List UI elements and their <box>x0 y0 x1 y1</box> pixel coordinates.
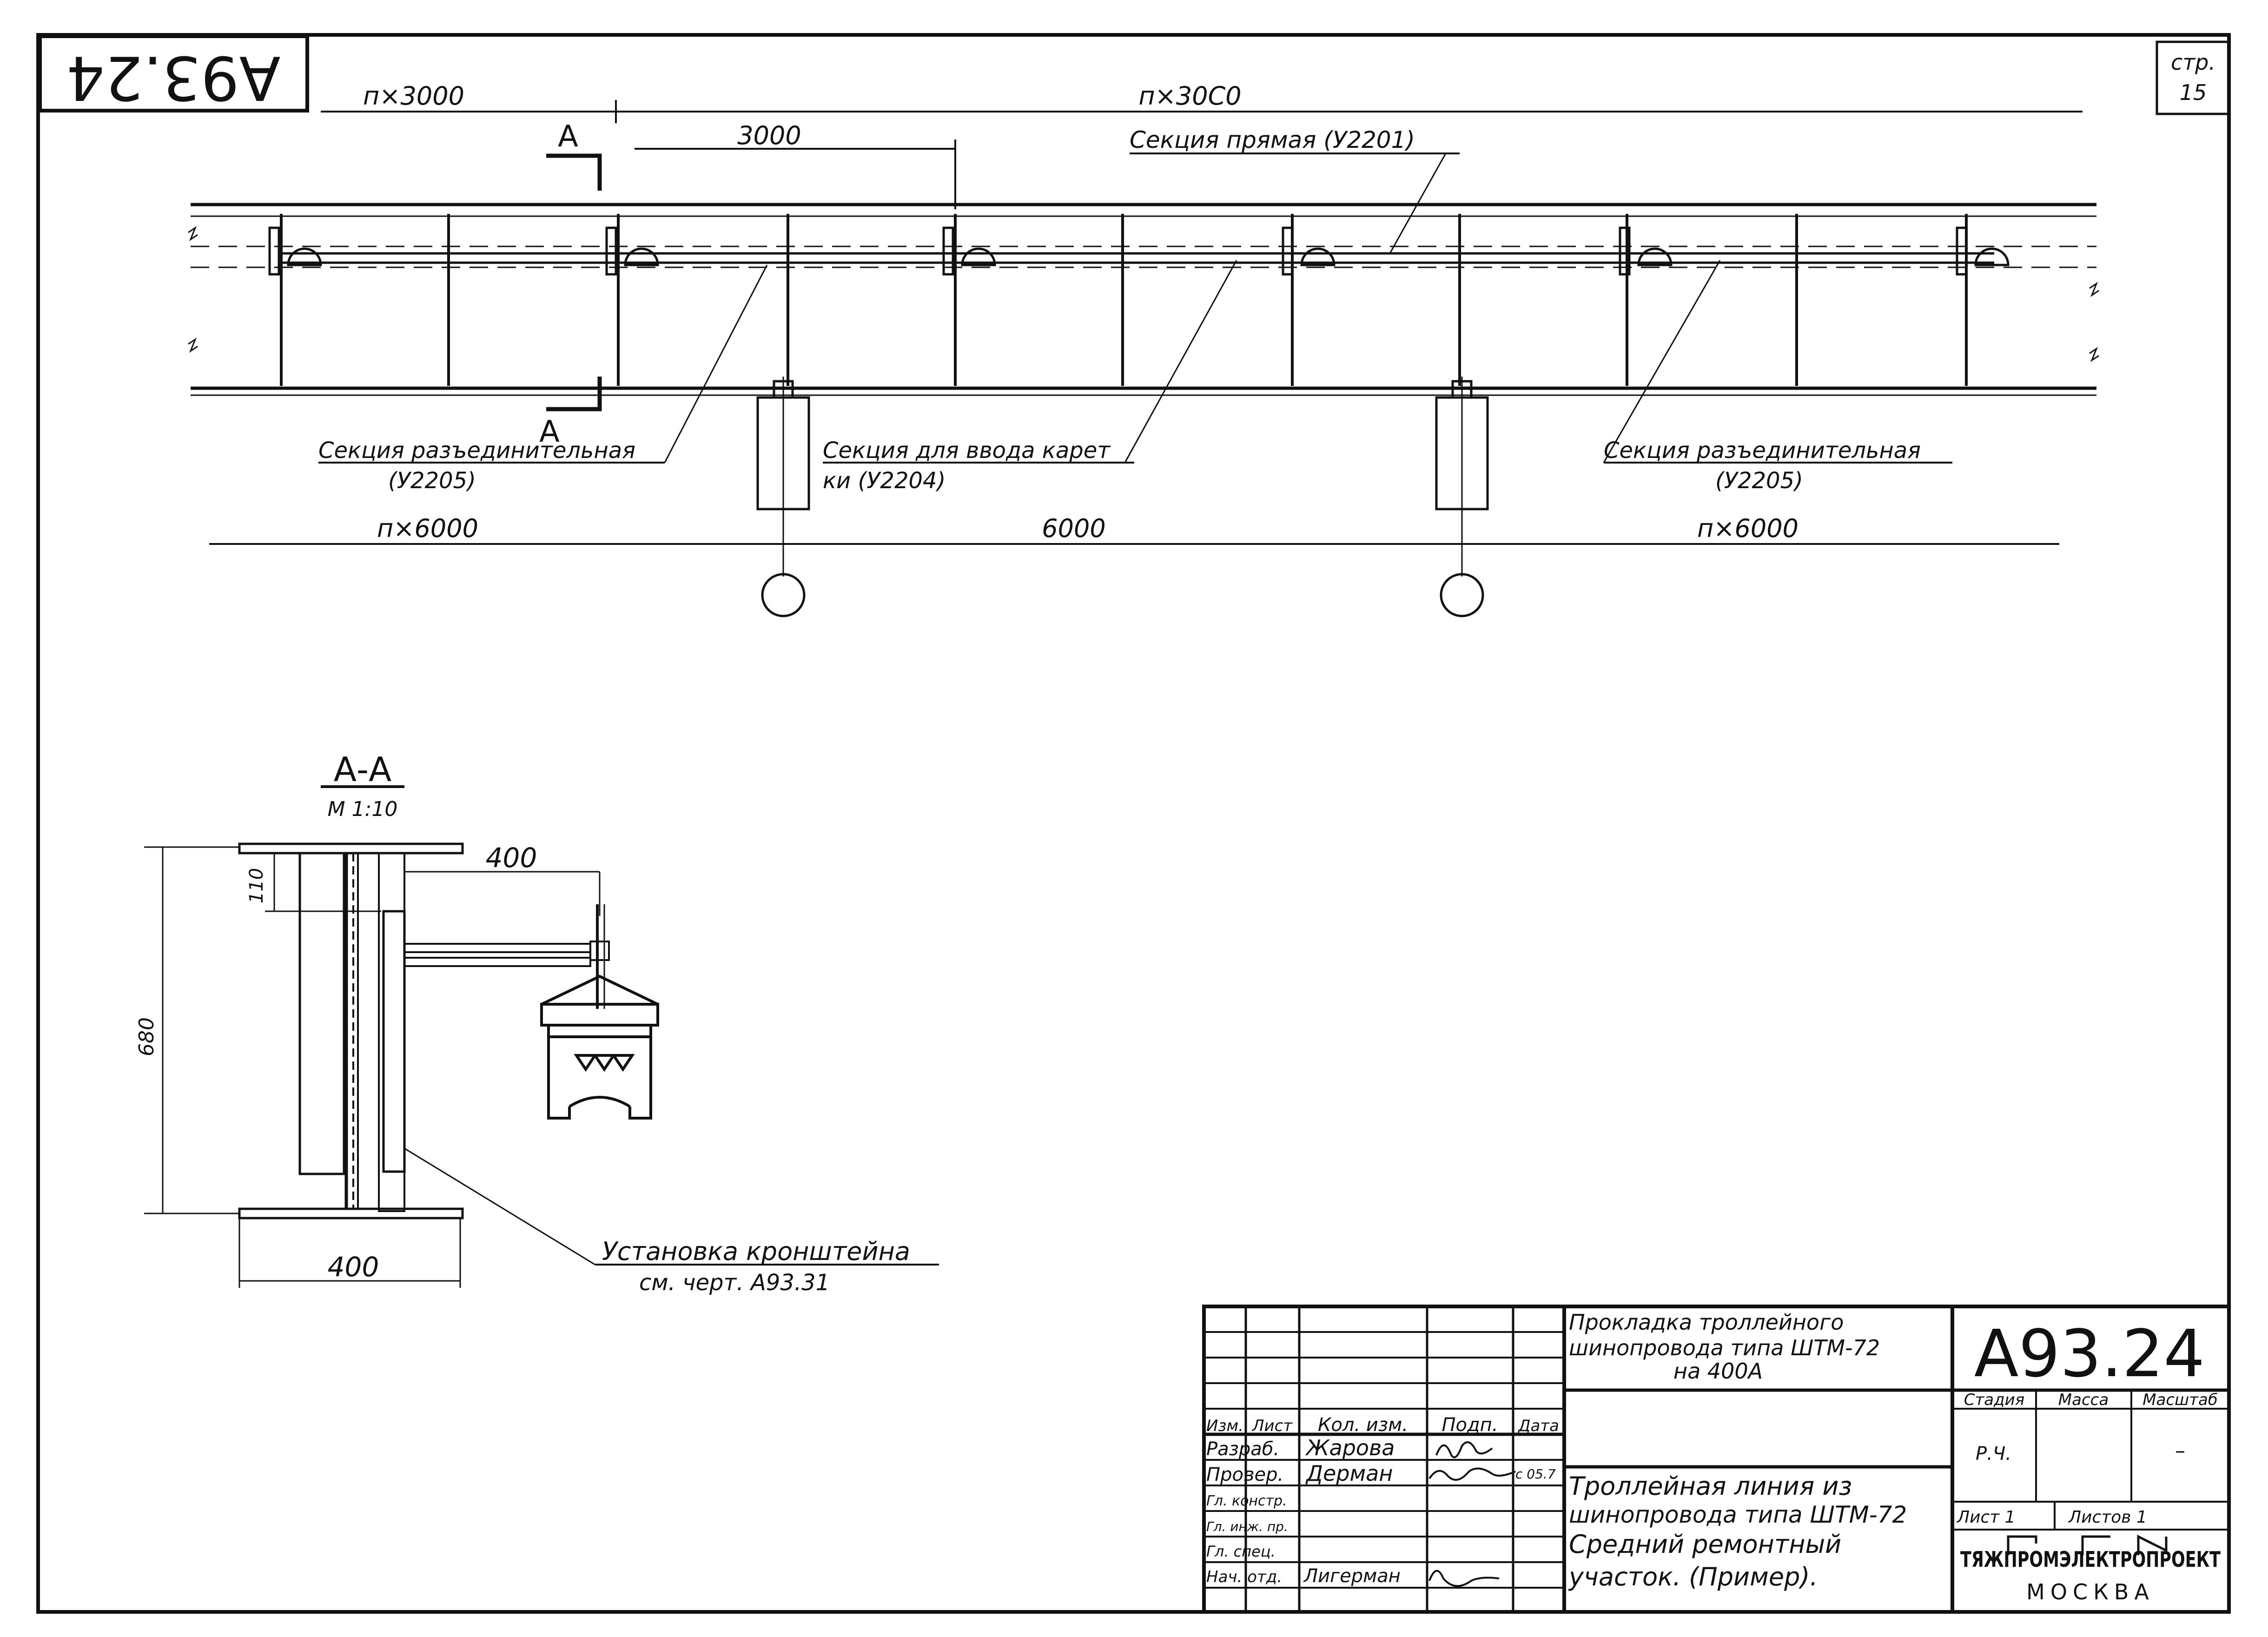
disconnect-left-code: (У2205) <box>388 468 476 494</box>
tb-header-kol: Кол. изм. <box>1318 1414 1408 1436</box>
tb-subject-2: шинопровода типа ШТМ-72 <box>1569 1335 1880 1360</box>
title-block: Изм. Лист Кол. изм. Подп. Дата Разраб. Ж… <box>1202 1305 2231 1614</box>
dim-400-top: 400 <box>486 842 537 874</box>
dim-680: 680 <box>135 1017 159 1056</box>
section-title: А-А <box>334 750 392 789</box>
dim-right-bottom: п×6000 <box>1697 514 1799 543</box>
section-mark-top: А <box>558 119 578 154</box>
tb-stage-label: Стадия <box>1964 1391 2024 1409</box>
tb-date-fragment: с 05.7 <box>1515 1466 1556 1482</box>
tb-scale-label: Масштаб <box>2142 1391 2218 1409</box>
dim-left-bottom: п×6000 <box>377 514 478 543</box>
tb-sheet-label: Лист 1 <box>1956 1508 2016 1527</box>
tb-subject-1: Прокладка троллейного <box>1569 1310 1844 1335</box>
tb-role-glkonstr: Гл. констр. <box>1206 1493 1287 1509</box>
bracket-note-line1: Установка кронштейна <box>602 1237 910 1266</box>
tb-subject-3: на 400А <box>1673 1359 1763 1384</box>
tb-sheets-label: Листов 1 <box>2068 1508 2147 1527</box>
disconnect-left-label: Секция разъединительная <box>318 437 635 464</box>
dim-left-top: п×3000 <box>363 81 464 111</box>
top-stamp: А93.24 <box>38 34 309 113</box>
section-mark-bottom: А <box>539 415 560 449</box>
tb-name-prover: Дерман <box>1305 1461 1393 1486</box>
top-stamp-code: А93.24 <box>66 42 280 113</box>
dim-110: 110 <box>246 868 267 903</box>
axis-marker-left <box>761 573 806 617</box>
signatures <box>1428 1441 1516 1587</box>
org-logo <box>2007 1534 2168 1555</box>
dim-400-bottom: 400 <box>328 1251 379 1283</box>
axis-marker-right <box>1440 573 1484 617</box>
tb-header-list: Лист <box>1251 1417 1293 1435</box>
tb-role-glspec: Гл. спец. <box>1206 1543 1276 1560</box>
page-box: стр. 15 <box>2156 40 2230 115</box>
tb-desc-4: участок. (Пример). <box>1568 1562 1818 1591</box>
bracket-note-line2: см. черт. А93.31 <box>639 1270 830 1296</box>
page-label: стр. <box>2171 50 2215 75</box>
tb-role-razrab: Разраб. <box>1206 1438 1279 1460</box>
tb-code: А93.24 <box>1974 1316 2205 1392</box>
tb-name-nachotd: Лигерман <box>1303 1565 1401 1587</box>
disconnect-right-code: (У2205) <box>1715 468 1803 494</box>
disconnect-right-label: Секция разъединительная <box>1604 437 1921 464</box>
section-view: А-А М 1:10 680 110 400 <box>135 750 939 1296</box>
tb-scale-value: – <box>2175 1439 2185 1463</box>
carriage-section-label: Секция для ввода карет <box>823 437 1111 464</box>
tb-org: ТЯЖПРОМЭЛЕКТРОПРОЕКТ <box>1960 1547 2221 1572</box>
dim-section: 3000 <box>737 121 801 150</box>
dim-mid-bottom: 6000 <box>1042 514 1105 543</box>
tb-header-izm: Изм. <box>1206 1417 1243 1435</box>
dim-right-top: п×30С0 <box>1138 81 1241 111</box>
tb-role-nachotd: Нач. отд. <box>1206 1568 1282 1586</box>
tb-header-data: Дата <box>1517 1417 1559 1435</box>
section-scale: М 1:10 <box>328 797 398 821</box>
tb-desc-1: Троллейная линия из <box>1569 1471 1852 1501</box>
tb-role-prover: Провер. <box>1206 1464 1283 1485</box>
carriage-section-code: ки (У2204) <box>823 468 946 494</box>
page-number: 15 <box>2180 80 2207 105</box>
tb-city: МОСКВА <box>2026 1579 2155 1604</box>
straight-section-label: Секция прямая (У2201) <box>1130 126 1415 153</box>
tb-desc-3: Средний ремонтный <box>1569 1530 1841 1559</box>
plan-view: п×3000 п×30С0 3000 А А Секция прямая (У2… <box>188 81 2099 617</box>
tb-mass-label: Масса <box>2058 1391 2109 1409</box>
tb-desc-2: шинопровода типа ШТМ-72 <box>1569 1501 1907 1528</box>
sheet-frame <box>36 33 2231 1614</box>
tb-role-glinzh: Гл. инж. пр. <box>1206 1519 1288 1534</box>
tb-name-razrab: Жарова <box>1305 1435 1395 1460</box>
tb-header-podp: Подп. <box>1441 1414 1498 1436</box>
tb-stage-value: Р.Ч. <box>1976 1443 2011 1465</box>
